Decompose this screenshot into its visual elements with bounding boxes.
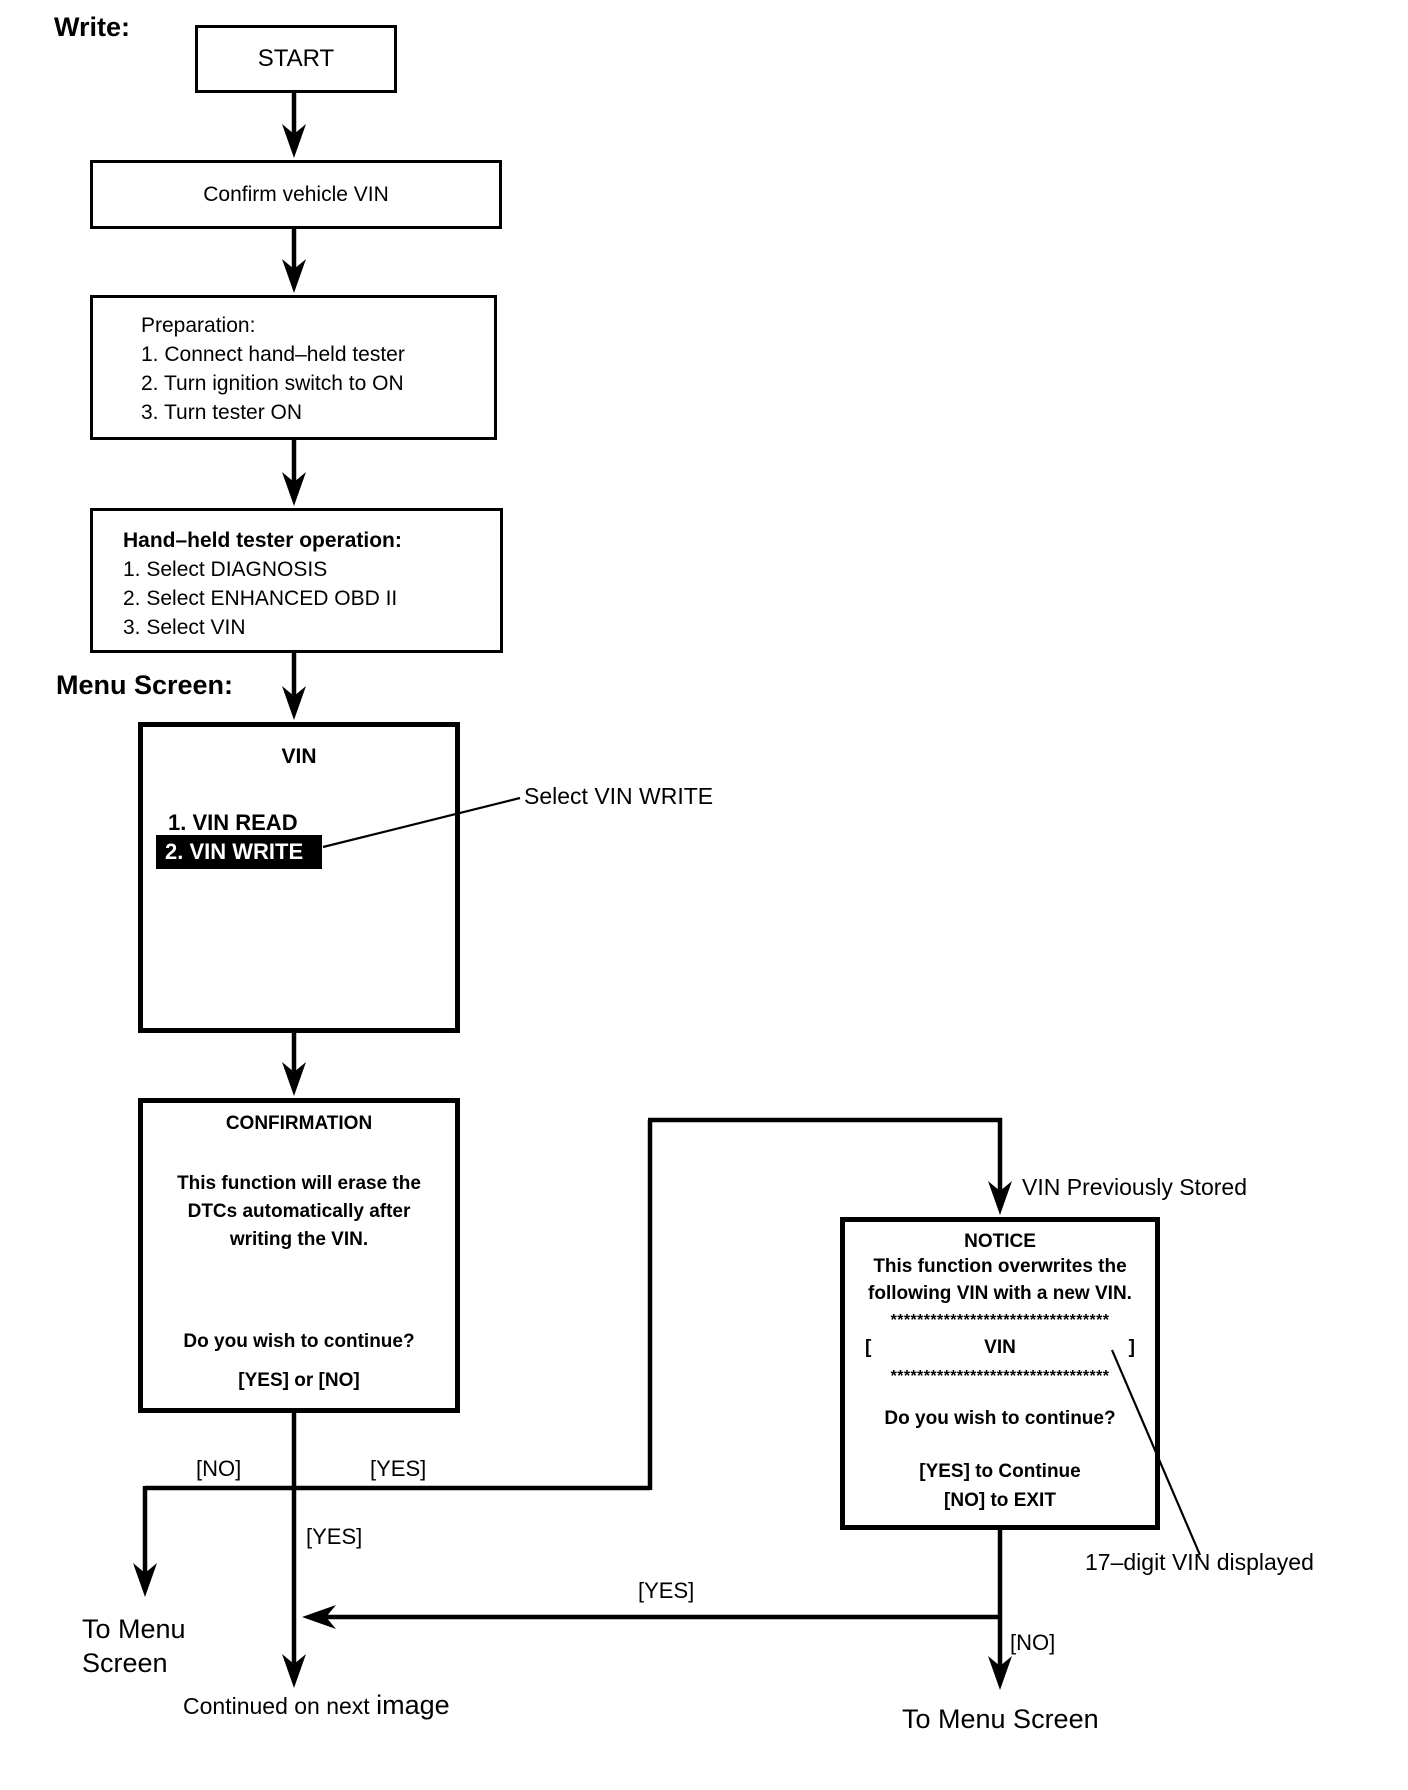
menu-screen-section-label: Menu Screen: — [56, 670, 234, 700]
confirmation-title: CONFIRMATION — [225, 1113, 373, 1134]
confirmation-body-line1: This function will erase the — [177, 1173, 421, 1194]
notice-question: Do you wish to continue? — [884, 1408, 1116, 1429]
confirmation-body-line2: DTCs automatically after — [187, 1201, 411, 1222]
confirmation-options: [YES] or [NO] — [238, 1370, 360, 1391]
notice-title: NOTICE — [964, 1231, 1036, 1252]
notice-yes-line: [YES] to Continue — [919, 1461, 1081, 1482]
menu-item-vin-read: 1. VIN READ — [168, 810, 298, 835]
preparation-step-3: 3. Turn tester ON — [141, 401, 303, 424]
notice-vin-bracket-right: ] — [1128, 1337, 1135, 1358]
notice-vin-row: [ VIN ] — [845, 1337, 1155, 1363]
tester-operation-node: Hand–held tester operation: 1. Select DI… — [90, 508, 503, 653]
confirmation-body-line3: writing the VIN. — [229, 1229, 369, 1250]
confirmation-screen: CONFIRMATION This function will erase th… — [138, 1098, 460, 1413]
tester-operation-title: Hand–held tester operation: — [123, 529, 402, 552]
preparation-step-2: 2. Turn ignition switch to ON — [141, 372, 404, 395]
branch-label-yes-right: [YES] — [638, 1578, 695, 1603]
branch-label-no-right: [NO] — [1010, 1630, 1056, 1655]
notice-line1: This function overwrites the — [873, 1256, 1127, 1277]
tester-step-1: 1. Select DIAGNOSIS — [123, 558, 328, 581]
vin-previously-stored-label: VIN Previously Stored — [1022, 1174, 1247, 1200]
write-section-label: Write: — [54, 12, 131, 42]
tester-step-3: 3. Select VIN — [123, 616, 246, 639]
branch-label-no-left: [NO] — [196, 1456, 242, 1481]
seventeen-digit-vin-label: 17–digit VIN displayed — [1085, 1549, 1314, 1575]
notice-screen: NOTICE This function overwrites the foll… — [840, 1217, 1160, 1530]
menu-item-vin-write-highlighted: 2. VIN WRITE — [156, 835, 322, 869]
continued-text-suffix: image — [376, 1690, 450, 1720]
notice-line2: following VIN with a new VIN. — [868, 1283, 1132, 1304]
notice-no-line: [NO] to EXIT — [944, 1490, 1056, 1511]
select-vin-write-callout: Select VIN WRITE — [524, 783, 714, 809]
vin-menu-screen: VIN 1. VIN READ 2. VIN WRITE — [138, 722, 460, 1033]
to-menu-screen-left-line1: To Menu — [82, 1614, 186, 1644]
notice-stars-top: ********************************* — [890, 1312, 1110, 1329]
continued-text-prefix: Continued on next — [183, 1693, 377, 1719]
to-menu-screen-left: To Menu Screen — [82, 1612, 186, 1680]
preparation-step-1: 1. Connect hand–held tester — [141, 343, 405, 366]
tester-step-2: 2. Select ENHANCED OBD II — [123, 587, 398, 610]
start-node-label: START — [257, 45, 335, 72]
branch-label-yes-top: [YES] — [370, 1456, 427, 1481]
confirm-vin-label: Confirm vehicle VIN — [203, 182, 389, 206]
continued-on-next-image: Continued on next image — [183, 1690, 450, 1721]
notice-stars-bottom: ********************************* — [890, 1368, 1110, 1385]
preparation-node: Preparation: 1. Connect hand–held tester… — [90, 295, 497, 440]
start-node: START — [195, 25, 397, 93]
confirm-vin-node: Confirm vehicle VIN — [90, 160, 502, 229]
notice-vin-value: VIN — [984, 1337, 1016, 1358]
confirmation-question: Do you wish to continue? — [183, 1331, 415, 1352]
notice-vin-bracket-left: [ — [865, 1337, 872, 1358]
to-menu-screen-right: To Menu Screen — [902, 1704, 1099, 1734]
preparation-title: Preparation: — [141, 314, 256, 337]
vin-menu-title: VIN — [281, 745, 317, 768]
to-menu-screen-left-line2: Screen — [82, 1648, 168, 1678]
branch-label-yes-center: [YES] — [306, 1524, 363, 1549]
